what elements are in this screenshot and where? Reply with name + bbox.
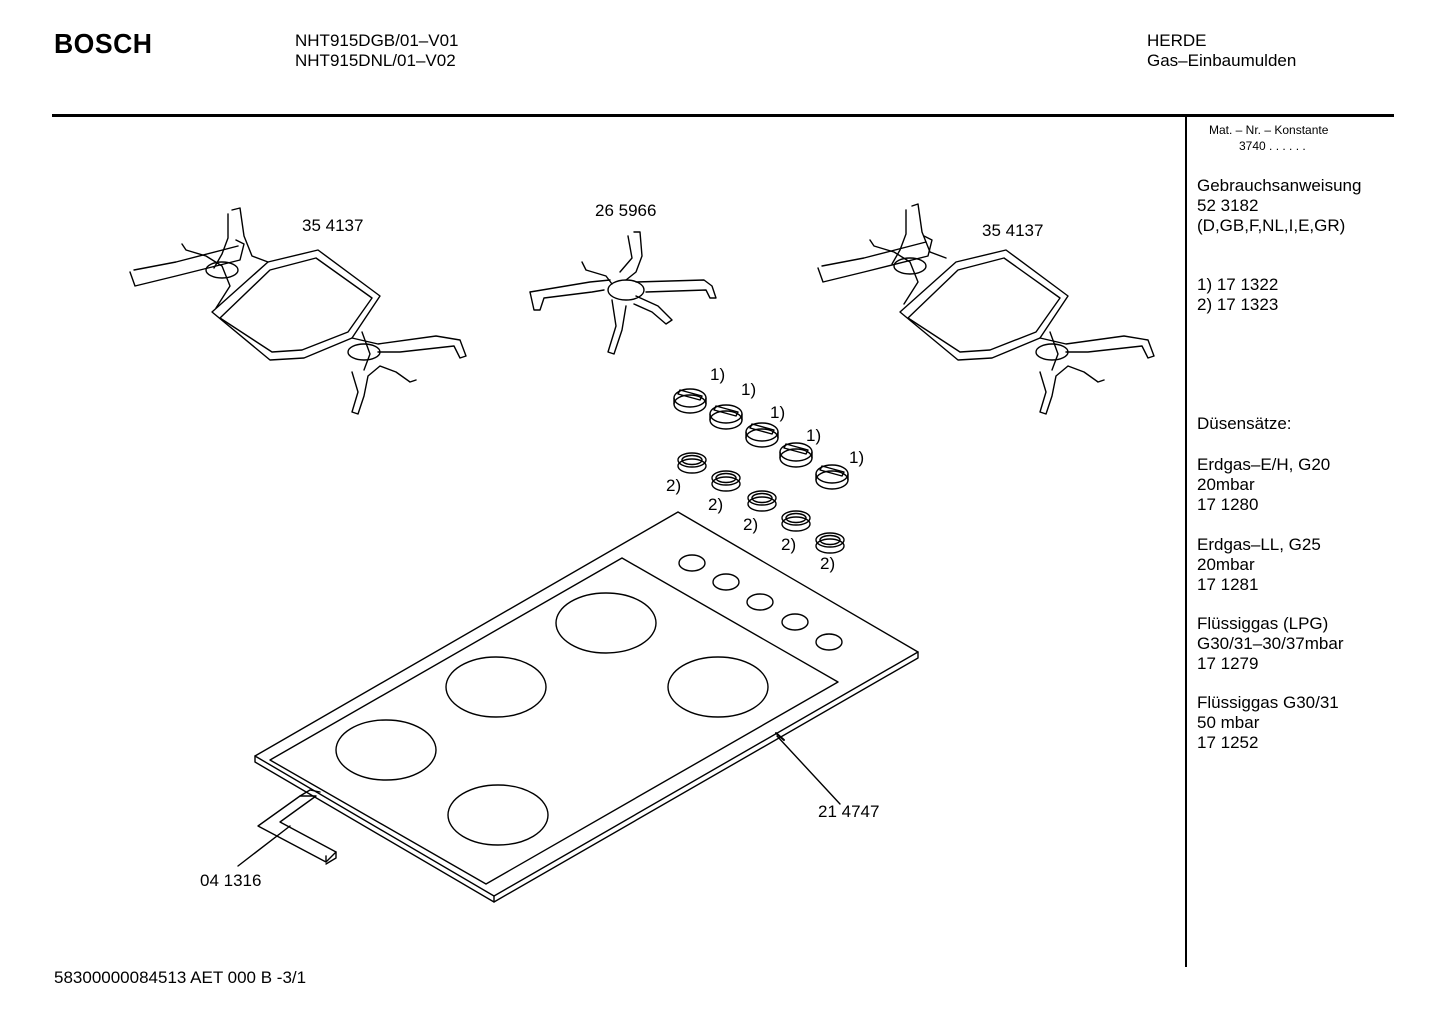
knob-hole-3 [747,594,773,610]
leader-hob [777,736,840,804]
label-grate-left: 35 4137 [302,216,363,235]
knob-5 [816,465,848,489]
category-title: HERDE [1147,31,1207,50]
document-footer-code: 58300000084513 AET 000 B -3/1 [54,968,307,987]
ring-5 [816,533,844,553]
knob-hole-2 [713,574,739,590]
label-knob-1: 1) [710,365,725,384]
footnote-1: 1) 17 1322 [1197,275,1279,294]
label-ring-3: 2) [743,515,758,534]
label-seal: 04 1316 [200,871,261,890]
ring-4 [782,511,810,531]
nozzle-set-4-gas: Flüssiggas G30/31 [1197,693,1339,712]
label-knob-5: 1) [849,448,864,467]
nozzle-set-3-gas: Flüssiggas (LPG) [1197,614,1329,633]
model-number-2: NHT915DNL/01–V02 [295,51,456,70]
nozzle-set-1-number: 17 1280 [1197,495,1259,514]
leader-lines [238,733,840,866]
mat-nr-label: Mat. – Nr. – Konstante [1209,123,1329,137]
burner-opening-4 [336,720,436,780]
burner-opening-2 [446,657,546,717]
label-grate-center: 26 5966 [595,201,656,220]
ring-3 [748,491,776,511]
label-ring-2: 2) [708,495,723,514]
nozzle-set-4-number: 17 1252 [1197,733,1259,752]
exploded-parts-drawing: 35 4137 26 5966 35 4137 21 4747 04 1316 … [0,201,1180,960]
label-ring-4: 2) [781,535,796,554]
header-divider [52,114,1394,117]
control-knobs [674,389,848,489]
grate-left [130,208,466,414]
nozzle-set-3-number: 17 1279 [1197,654,1259,673]
label-knob-4: 1) [806,426,821,445]
nozzle-set-1-pressure: 20mbar [1197,475,1255,494]
nozzle-set-3-pressure: G30/31–30/37mbar [1197,634,1344,653]
knob-rings [678,453,844,553]
nozzle-sets-title: Düsensätze: [1197,414,1292,433]
category-subtitle: Gas–Einbaumulden [1147,51,1297,70]
ring-1 [678,453,706,473]
knob-hole-5 [816,634,842,650]
label-hob: 21 4747 [818,802,879,821]
ring-2 [712,471,740,491]
manual-languages: (D,GB,F,NL,I,E,GR) [1197,216,1346,235]
mat-nr-value: 3740 . . . . . . [1239,139,1306,153]
brand-logo: BOSCH [54,28,153,59]
nozzle-set-2-gas: Erdgas–LL, G25 [1197,535,1321,554]
nozzle-set-4-pressure: 50 mbar [1197,713,1260,732]
knob-3 [746,423,778,447]
footnote-2: 2) 17 1323 [1197,295,1279,314]
sidebar-divider [1185,116,1187,967]
burner-opening-3 [668,657,768,717]
manual-title: Gebrauchsanweisung [1197,176,1362,195]
leader-seal [238,826,290,866]
label-ring-1: 2) [666,476,681,495]
knob-hole-4 [782,614,808,630]
hob-plate [255,512,918,902]
manual-number: 52 3182 [1197,196,1259,215]
knob-1 [674,389,706,413]
label-grate-right: 35 4137 [982,221,1043,240]
label-knob-3: 1) [770,403,785,422]
nozzle-set-2-pressure: 20mbar [1197,555,1255,574]
seal-strip [258,790,336,864]
label-knob-2: 1) [741,380,756,399]
knob-4 [780,443,812,467]
model-number-1: NHT915DGB/01–V01 [295,31,459,50]
burner-opening-5 [448,785,548,845]
knob-hole-1 [679,555,705,571]
label-ring-5: 2) [820,554,835,573]
nozzle-set-2-number: 17 1281 [1197,575,1259,594]
burner-opening-1 [556,593,656,653]
grate-right [818,204,1154,414]
nozzle-set-1-gas: Erdgas–E/H, G20 [1197,455,1331,474]
grate-center [530,232,716,354]
knob-2 [710,405,742,429]
